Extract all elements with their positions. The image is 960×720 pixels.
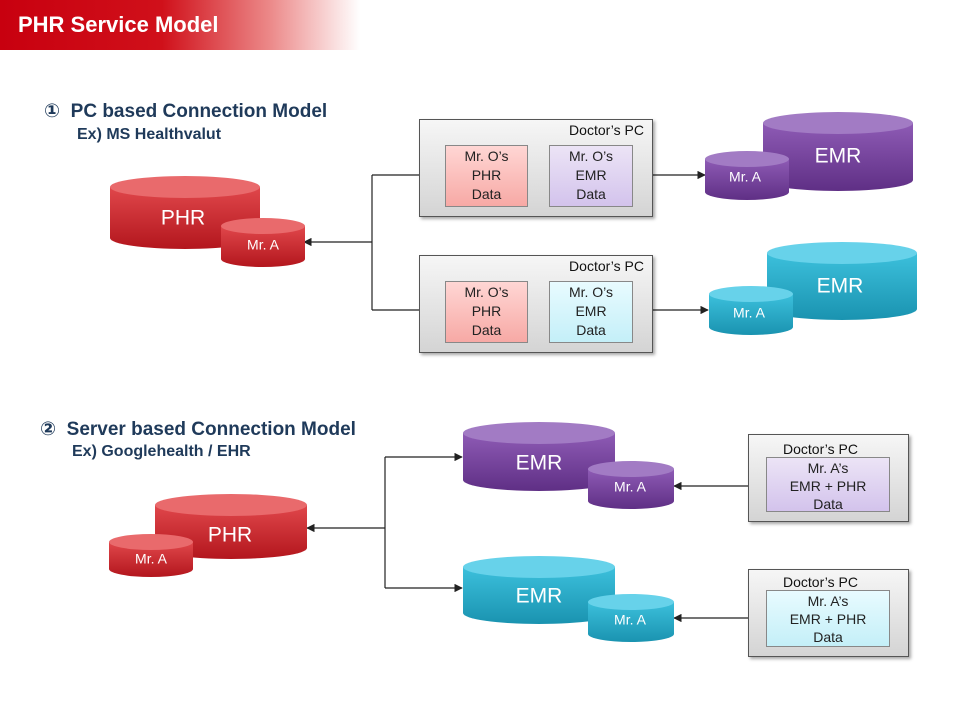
combined-data-box: Mr. A’s EMR + PHR Data — [766, 590, 890, 647]
section2-emr-label-2: EMR — [516, 585, 563, 608]
section2-emr-label-1: EMR — [516, 452, 563, 475]
combined-data-line: Mr. A’s — [807, 460, 849, 476]
phr-data-line: Mr. O’s — [464, 148, 509, 164]
pc-label: Doctor’s PC — [783, 441, 858, 457]
section1-phr-user: Mr. A — [247, 237, 280, 253]
emr-data-line: EMR — [575, 303, 607, 319]
section1-phr-user-cylinder: Mr. A — [221, 218, 305, 267]
section1-emr-user-cyan: Mr. A — [709, 286, 793, 335]
combined-data-line: EMR + PHR — [789, 611, 867, 627]
title-banner: PHR Service Model — [0, 0, 360, 50]
emr-data-line: Data — [576, 322, 606, 338]
page-title: PHR Service Model — [18, 12, 219, 37]
section2-doctor-pc-1: Doctor’s PC Mr. A’s EMR + PHR Data — [748, 434, 909, 522]
section1-doctor-pc-2: Doctor’s PC Mr. O’s PHR Data Mr. O’s EMR… — [419, 255, 653, 353]
section2-phr-user: Mr. A — [135, 551, 168, 567]
section2-heading: ② Server based Connection Model — [40, 418, 356, 441]
section1-heading: ① PC based Connection Model — [44, 100, 327, 123]
section2-doctor-pc-2: Doctor’s PC Mr. A’s EMR + PHR Data — [748, 569, 909, 657]
emr-data-box: Mr. O’s EMR Data — [549, 281, 633, 343]
emr-data-line: Mr. O’s — [568, 284, 614, 300]
phr-data-line: Data — [471, 186, 502, 202]
phr-data-box: Mr. O’s PHR Data — [445, 145, 528, 207]
section1-doctor-pc-1: Doctor’s PC Mr. O’s PHR Data Mr. O’s EMR… — [419, 119, 653, 217]
section2-phr-label: PHR — [208, 524, 252, 547]
emr-data-box: Mr. O’s EMR Data — [549, 145, 633, 207]
section2-number: ② — [40, 419, 57, 440]
phr-data-line: Mr. O’s — [464, 284, 509, 300]
section1-emr-user-purple: Mr. A — [705, 151, 789, 200]
section1-title: PC based Connection Model — [70, 101, 328, 122]
section2-emr-user-2: Mr. A — [614, 612, 647, 628]
emr-data-line: Mr. O’s — [568, 148, 614, 164]
combined-data-box: Mr. A’s EMR + PHR Data — [766, 457, 890, 512]
emr-data-line: Data — [576, 186, 606, 202]
section1-phr-label: PHR — [161, 207, 205, 230]
pc-label: Doctor’s PC — [569, 122, 644, 138]
section1-emr-user-2: Mr. A — [733, 305, 766, 321]
section1-emr-user-1: Mr. A — [729, 169, 762, 185]
combined-data-line: Data — [813, 496, 843, 512]
section2-emr-user-cyan: Mr. A — [588, 594, 674, 642]
phr-data-box: Mr. O’s PHR Data — [445, 281, 528, 343]
combined-data-line: Data — [813, 629, 843, 645]
pc-label: Doctor’s PC — [783, 574, 858, 590]
section2-example: Ex) Googlehealth / EHR — [72, 443, 251, 460]
section2-emr-cylinder-purple: EMR — [463, 422, 615, 491]
phr-data-line: Data — [471, 322, 502, 338]
pc-label: Doctor’s PC — [569, 258, 644, 274]
section1-example: Ex) MS Healthvalut — [77, 126, 222, 143]
combined-data-line: EMR + PHR — [789, 478, 867, 494]
section2-title: Server based Connection Model — [66, 419, 356, 440]
section2-phr-user-cylinder: Mr. A — [109, 534, 193, 577]
section2-emr-user-1: Mr. A — [614, 479, 647, 495]
phr-data-line: PHR — [471, 303, 502, 319]
phr-data-line: PHR — [471, 167, 502, 183]
section1-emr-label-1: EMR — [815, 145, 862, 168]
section1-number: ① — [44, 101, 61, 122]
section1-emr-cylinder-cyan: EMR — [767, 242, 917, 320]
combined-data-line: Mr. A’s — [807, 593, 849, 609]
section2-emr-user-purple: Mr. A — [588, 461, 674, 509]
emr-data-line: EMR — [575, 167, 607, 183]
section1-emr-label-2: EMR — [817, 275, 864, 298]
section1-emr-cylinder-purple: EMR — [763, 112, 913, 191]
section2-emr-cylinder-cyan: EMR — [463, 556, 615, 624]
